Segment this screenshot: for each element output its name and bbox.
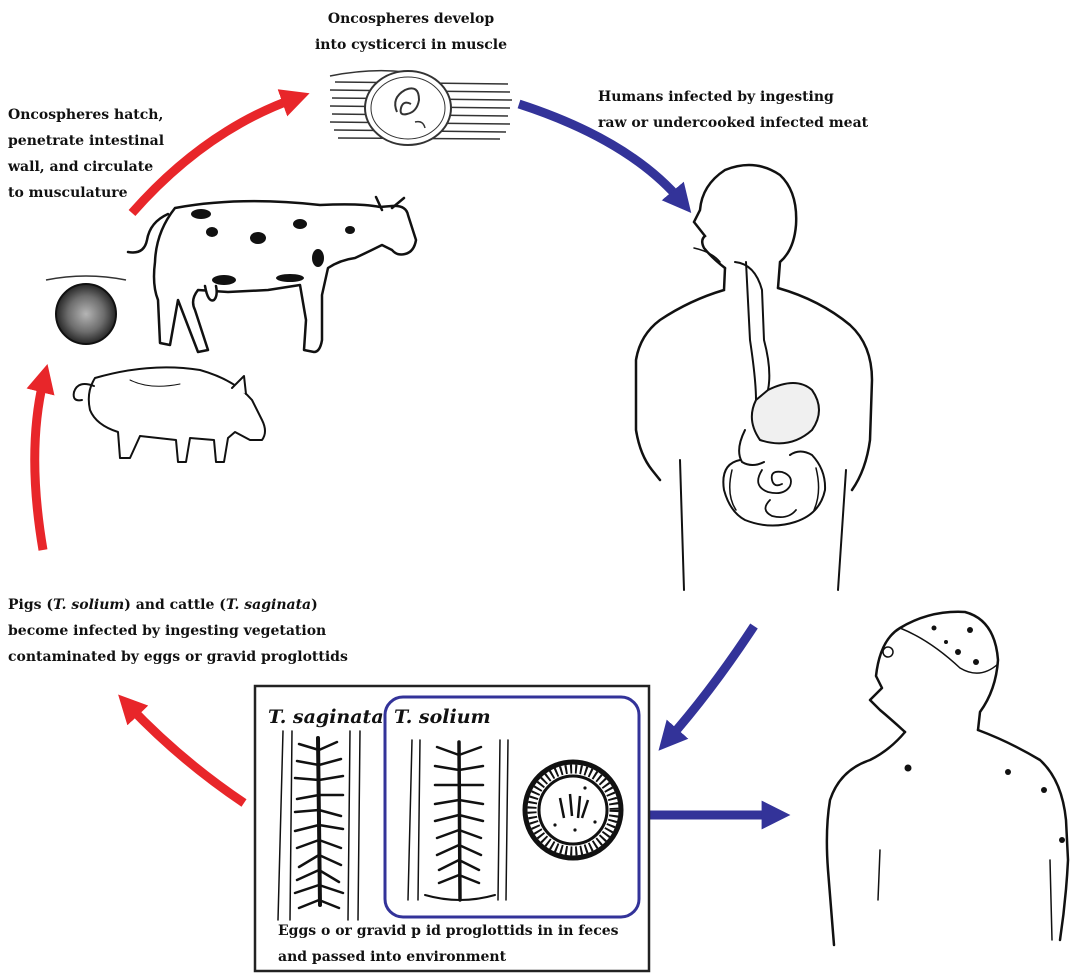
cow-icon (128, 197, 416, 352)
label-pigs-line1: Pigs (T. solium) and cattle (T. saginata… (8, 592, 348, 618)
label-pigs-line3: contaminated by eggs or gravid proglotti… (8, 644, 348, 670)
label-eggs-in-feces: Eggs o or gravid p id proglottids in in … (278, 918, 619, 970)
label-develop-line1: Oncospheres develop (300, 6, 522, 32)
label-humans-line2: raw or undercooked infected meat (598, 110, 868, 136)
label-cysticerci-develop: Oncospheres develop into cysticerci in m… (300, 6, 522, 58)
label-eggs-line2: and passed into environment (278, 944, 619, 970)
label-hatch-line1: Oncospheres hatch, (8, 102, 164, 128)
label-humans-infected: Humans infected by ingesting raw or unde… (598, 84, 868, 136)
label-hatch-line4: to musculature (8, 180, 164, 206)
human-head-cysticercosis-icon (827, 612, 1068, 945)
arrow-human-to-feces (668, 626, 754, 740)
label-hatch-line3: wall, and circulate (8, 154, 164, 180)
arrow-box-to-pigs (128, 705, 244, 803)
label-hatch-line2: penetrate intestinal (8, 128, 164, 154)
taenia-egg-icon (525, 762, 621, 858)
arrow-up-to-oncosphere (35, 378, 44, 550)
title-t-solium: T. solium (394, 706, 491, 728)
cysticercus-in-muscle-icon (330, 71, 512, 145)
label-oncospheres-hatch: Oncospheres hatch, penetrate intestinal … (8, 102, 164, 206)
label-pigs-line2: become infected by ingesting vegetation (8, 618, 348, 644)
human-digestive-tract-icon (636, 165, 872, 590)
pig-icon (74, 367, 265, 462)
label-humans-line1: Humans infected by ingesting (598, 84, 868, 110)
label-eggs-line1: Eggs o or gravid p id proglottids in in … (278, 918, 619, 944)
oncosphere-egg-icon (46, 276, 126, 344)
label-develop-line2: into cysticerci in muscle (300, 32, 522, 58)
label-pigs-cattle-infected: Pigs (T. solium) and cattle (T. saginata… (8, 592, 348, 670)
title-t-saginata: T. saginata (268, 706, 384, 728)
